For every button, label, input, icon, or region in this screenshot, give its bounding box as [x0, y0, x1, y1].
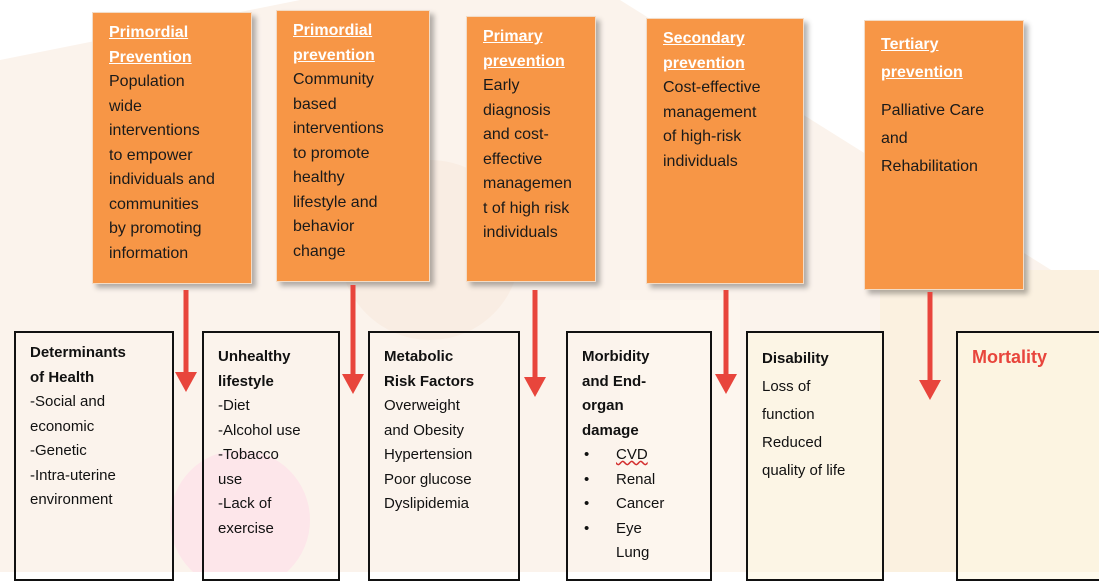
prevention-text: Rehabilitation	[881, 158, 978, 175]
stage-text: use	[218, 470, 243, 488]
prevention-text: and	[881, 130, 908, 147]
list-item: • Eye	[582, 517, 702, 542]
stage-box-morbidity: Morbidity and End- organ damage • CVD • Re…	[566, 331, 712, 581]
bullet-icon: •	[584, 470, 590, 488]
prevention-text: managemen	[483, 175, 572, 192]
stage-text: Poor glucose	[384, 470, 472, 488]
stage-text: function	[762, 406, 815, 423]
stage-title: Determinants	[30, 344, 126, 361]
prevention-text: behavior	[293, 218, 355, 235]
stage-box-unhealthy-lifestyle: Unhealthy lifestyle -Diet -Alcohol use -…	[202, 331, 340, 581]
stage-text: Overweight	[384, 397, 460, 414]
bullet-text: Eye	[616, 519, 642, 537]
prevention-title: prevention	[881, 64, 963, 81]
prevention-text: and cost-	[483, 126, 549, 143]
bullet-icon: •	[584, 495, 590, 512]
prevention-text: interventions	[293, 120, 384, 137]
prevention-box-secondary: Secondary prevention Cost-effective mana…	[646, 18, 804, 284]
stage-text: -Genetic	[30, 442, 87, 459]
stage-text: -Intra-uterine	[30, 466, 116, 484]
stage-text: exercise	[218, 519, 274, 537]
prevention-title: Prevention	[109, 48, 192, 66]
list-item: • CVD	[582, 443, 702, 468]
list-item: • Renal	[582, 468, 702, 493]
prevention-text: information	[109, 244, 189, 262]
stage-title: Morbidity	[582, 348, 650, 365]
prevention-text: lifestyle and	[293, 193, 378, 211]
stage-title: and End-	[582, 372, 647, 390]
prevention-title: prevention	[293, 46, 375, 64]
bullet-icon: •	[584, 519, 590, 537]
prevention-text: individuals	[483, 224, 558, 241]
prevention-text: diagnosis	[483, 101, 551, 119]
prevention-text: to promote	[293, 144, 370, 162]
prevention-text: communities	[109, 195, 199, 213]
stage-text: -Social and	[30, 393, 106, 410]
prevention-title: Tertiary	[881, 36, 939, 53]
stage-box-mortality: Mortality	[956, 331, 1099, 581]
prevention-text: individuals	[663, 152, 738, 170]
prevention-title: Secondary	[663, 30, 745, 47]
prevention-box-primary: Primary prevention Early diagnosis and c…	[466, 16, 596, 282]
prevention-text: Population	[109, 73, 185, 90]
prevention-text: individuals and	[109, 171, 215, 188]
stage-title: Risk Factors	[384, 372, 475, 390]
prevention-text: Cost-effective	[663, 79, 761, 96]
stage-text: quality of life	[762, 462, 846, 479]
bullet-icon: •	[584, 446, 590, 463]
prevention-title: Primordial	[109, 24, 189, 41]
prevention-text: change	[293, 242, 346, 260]
stage-text: economic	[30, 417, 95, 435]
prevention-title: Primary	[483, 28, 543, 45]
prevention-box-primordial-population: Primordial Prevention Population wide in…	[92, 12, 252, 284]
stage-text: environment	[30, 491, 113, 508]
bullet-text: Cancer	[616, 495, 665, 512]
prevention-title: prevention	[663, 54, 745, 72]
stage-box-metabolic-risk: Metabolic Risk Factors Overweight and Ob…	[368, 331, 520, 581]
prevention-text: management	[663, 103, 757, 121]
stage-text: Hypertension	[384, 446, 473, 463]
bullet-text: Lung	[616, 544, 650, 561]
stage-text: Loss of	[762, 378, 811, 395]
bullet-text: CVD	[616, 446, 648, 463]
stage-text: -Diet	[218, 397, 250, 414]
stage-text: Reduced	[762, 434, 823, 451]
prevention-box-primordial-community: Primordial prevention Community based in…	[276, 10, 430, 282]
stage-text: -Alcohol use	[218, 421, 301, 439]
stage-title: Disability	[762, 350, 829, 367]
stage-title: of Health	[30, 368, 95, 386]
prevention-text: t of high risk	[483, 199, 570, 217]
stage-title: lifestyle	[218, 372, 274, 390]
prevention-text: Palliative Care	[881, 102, 985, 119]
prevention-text: based	[293, 95, 337, 113]
prevention-box-tertiary: Tertiary prevention Palliative Care and …	[864, 20, 1024, 290]
stage-title: damage	[582, 421, 639, 439]
prevention-text: wide	[109, 97, 142, 115]
bullet-text: Renal	[616, 470, 656, 488]
stage-text: -Tobacco	[218, 446, 279, 463]
stage-title: organ	[582, 397, 624, 414]
prevention-text: of high-risk	[663, 128, 742, 145]
stage-box-determinants: Determinants of Health -Social and econo…	[14, 331, 174, 581]
stage-box-disability: Disability Loss of function Reduced qual…	[746, 331, 884, 581]
prevention-text: Early	[483, 77, 520, 94]
stage-text: and Obesity	[384, 421, 465, 439]
morbidity-bullet-list: • CVD • Renal • Cancer • Eye Lung	[582, 443, 702, 566]
prevention-title: prevention	[483, 52, 565, 70]
prevention-text: to empower	[109, 146, 193, 164]
prevention-text: healthy	[293, 169, 345, 186]
mortality-title: Mortality	[972, 347, 1048, 367]
list-item: • Cancer	[582, 492, 702, 517]
prevention-text: by promoting	[109, 220, 202, 237]
stage-title: Unhealthy	[218, 348, 291, 365]
list-item: Lung	[582, 541, 702, 566]
stage-text: Dyslipidemia	[384, 495, 470, 512]
prevention-text: Community	[293, 71, 374, 88]
prevention-title: Primordial	[293, 22, 373, 39]
prevention-text: interventions	[109, 122, 200, 139]
stage-text: -Lack of	[218, 495, 272, 512]
stage-title: Metabolic	[384, 348, 454, 365]
prevention-text: effective	[483, 150, 543, 168]
